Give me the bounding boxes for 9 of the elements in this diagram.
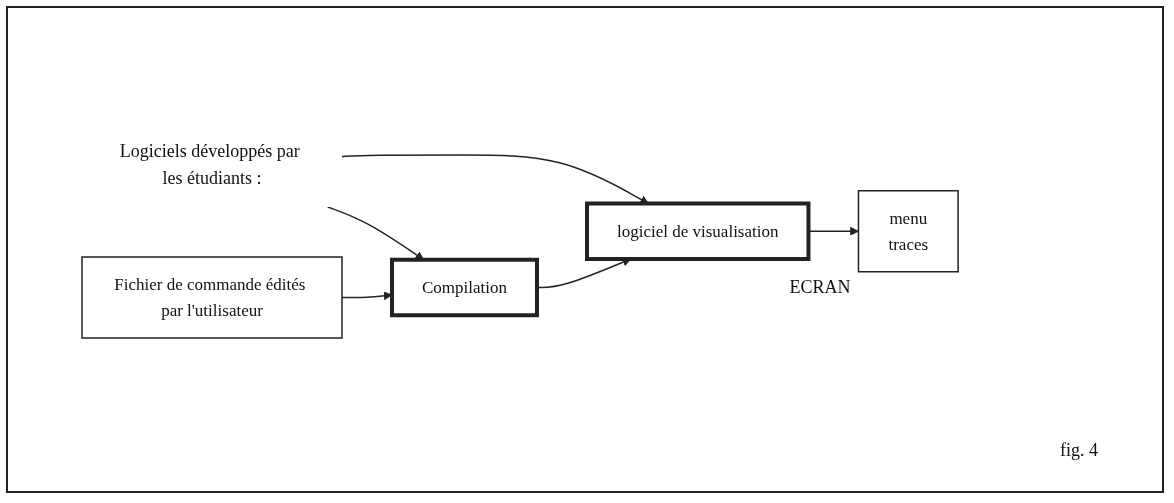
screen-caption: ECRAN xyxy=(789,277,851,299)
arrow xyxy=(341,153,649,204)
arrow xyxy=(326,205,424,260)
node-box: menu traces xyxy=(857,189,959,272)
node-box: logiciel de visualisation xyxy=(584,201,811,261)
node-box: Fichier de commande édités par l'utilisateur xyxy=(81,255,343,339)
node-box: Compilation xyxy=(389,257,539,317)
figure-number: fig. 4 xyxy=(1060,440,1098,461)
node-text: Logiciels développés par les étudiants : xyxy=(119,140,300,188)
